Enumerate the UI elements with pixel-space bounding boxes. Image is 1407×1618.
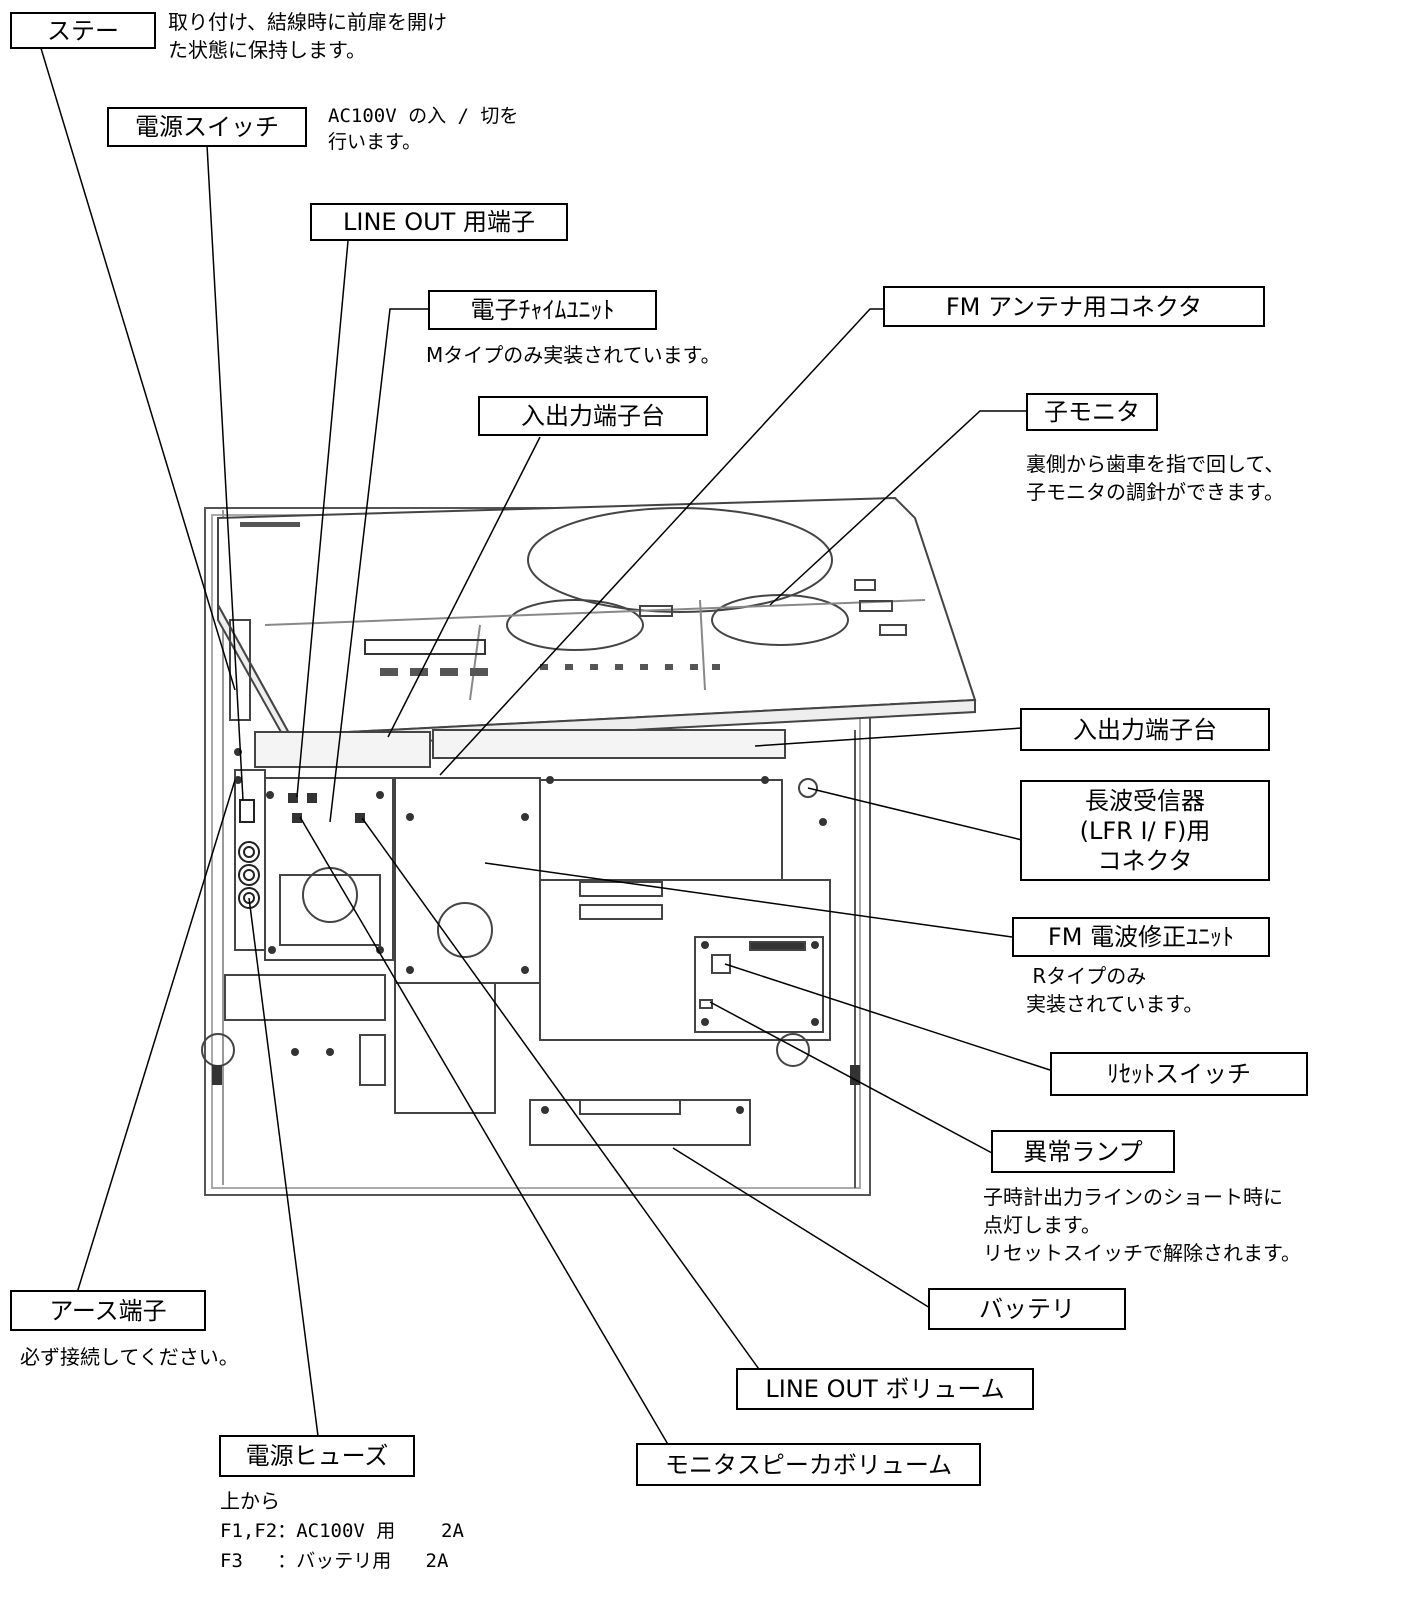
power-fuse-label: 電源ヒューズ	[219, 1435, 415, 1477]
terminal-strips	[254, 729, 786, 768]
power-fuse-note-header: 上から	[220, 1489, 280, 1513]
monitor-speaker-volume-label: モニタスピーカボリューム	[636, 1443, 981, 1486]
io-terminal-right-label: 入出力端子台	[1020, 708, 1270, 751]
sub-monitor-label: 子モニタ	[1026, 393, 1158, 431]
reset-switch-label: ﾘｾｯﾄスイッチ	[1050, 1052, 1308, 1096]
screws	[212, 748, 860, 1114]
power-switch-label: 電源スイッチ	[107, 107, 307, 147]
battery-label: バッテリ	[928, 1288, 1126, 1330]
power-switch-note: AC100V の入 / 切を 行います。	[328, 105, 519, 153]
chime-unit-note: Mタイプのみ実装されています。	[426, 343, 721, 367]
fm-antenna-label: FM アンテナ用コネクタ	[883, 286, 1265, 327]
side-parts	[229, 619, 818, 798]
stay-label: ステー	[10, 12, 156, 49]
fm-correction-note: Rタイプのみ 実装されています。	[1026, 964, 1204, 1016]
fm-correction-unit-label: FM 電波修正ﾕﾆｯﾄ	[1012, 917, 1270, 957]
longwave-connector-label: 長波受信器 (LFR Ⅰ/ F)用 コネクタ	[1020, 780, 1270, 881]
line-out-volume-label: LINE OUT ボリューム	[736, 1368, 1034, 1410]
door-buttons	[240, 522, 720, 676]
leader-lines	[39, 44, 1051, 1471]
stay-note: 取り付け、結線時に前扉を開け た状態に保持します。	[168, 10, 447, 62]
sub-monitor-note: 裏側から歯車を指で回して、 子モニタの調針ができます。	[1026, 452, 1285, 504]
front-door	[217, 496, 977, 752]
earth-terminal-note: 必ず接続してください。	[20, 1345, 239, 1369]
abnormal-lamp-label: 異常ランプ	[991, 1130, 1175, 1173]
earth-terminal-label: アース端子	[10, 1290, 206, 1331]
io-terminal-top-label: 入出力端子台	[478, 396, 708, 436]
internal-boards	[201, 769, 831, 1146]
fuse-holders	[238, 799, 260, 909]
abnormal-lamp-note: 子時計出力ラインのショート時に 点灯します。 リセットスイッチで解除されます。	[983, 1185, 1301, 1265]
chime-unit-label: 電子ﾁｬｲﾑﾕﾆｯﾄ	[428, 290, 657, 330]
power-fuse-line-2: F3 ：バッテリ用 2A	[220, 1550, 449, 1572]
line-out-terminal-label: LINE OUT 用端子	[310, 203, 568, 241]
power-fuse-line-1: F1,F2：AC100V 用 2A	[220, 1520, 464, 1542]
